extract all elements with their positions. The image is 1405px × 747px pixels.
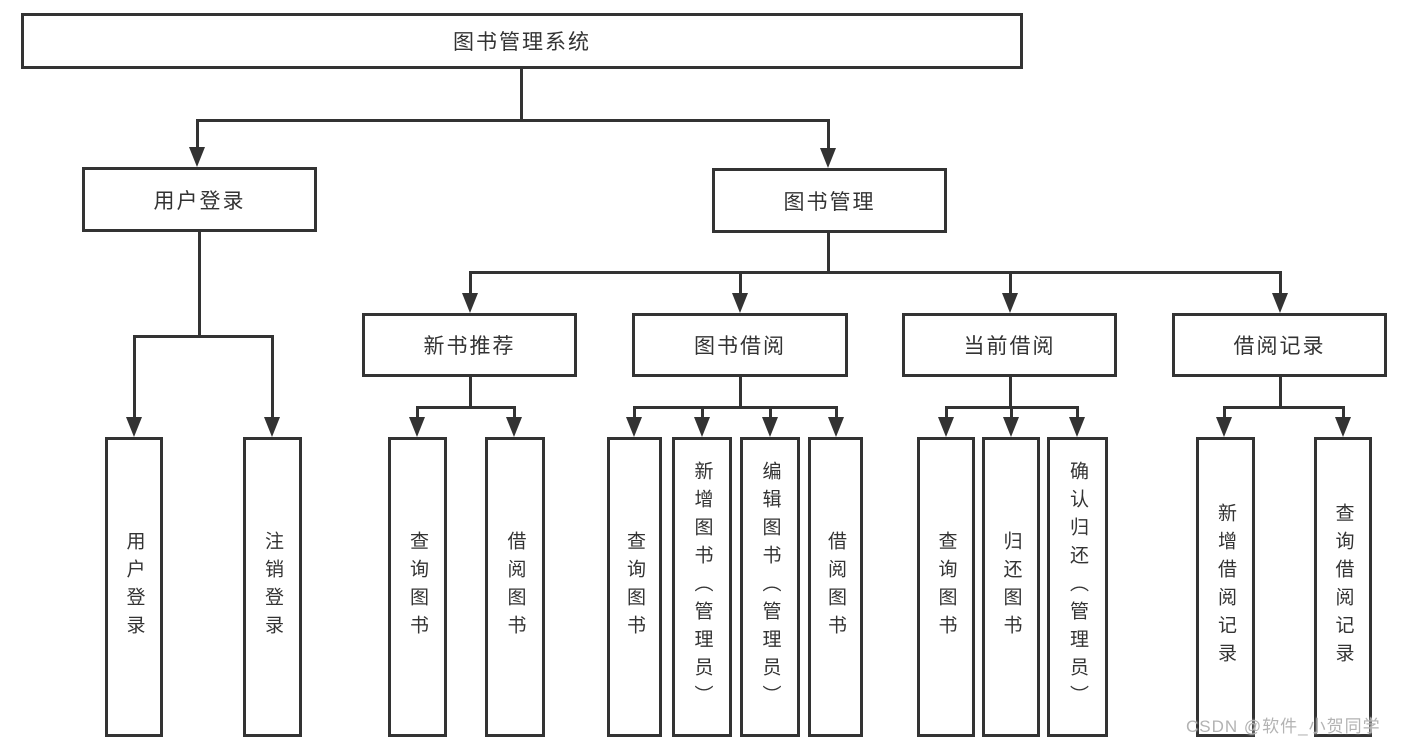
arrow-down-icon xyxy=(1002,293,1018,313)
connector-line-v xyxy=(513,406,516,420)
connector-line-h xyxy=(469,271,1282,274)
node-borrowing-records: 借阅记录 xyxy=(1172,313,1387,377)
arrow-down-icon xyxy=(938,417,954,437)
arrow-down-icon xyxy=(264,417,280,437)
connector-line-v xyxy=(520,69,523,121)
arrow-down-icon xyxy=(732,293,748,313)
leaf-confirm-return-admin: 确认归还（管理员） xyxy=(1047,437,1108,737)
connector-line-v xyxy=(271,335,274,419)
leaf-add-book-admin: 新增图书（管理员） xyxy=(672,437,732,737)
node-current-borrowing: 当前借阅 xyxy=(902,313,1117,377)
connector-line-v xyxy=(769,406,772,420)
arrow-down-icon xyxy=(1216,417,1232,437)
connector-line-v xyxy=(1279,377,1282,409)
leaf-borrow-books-borrowing: 借阅图书 xyxy=(808,437,863,737)
connector-line-v xyxy=(835,406,838,420)
watermark: CSDN @软件_小贺同学 xyxy=(1186,717,1381,736)
connector-line-v xyxy=(1342,406,1345,420)
connector-line-v xyxy=(416,406,419,420)
arrow-down-icon xyxy=(1069,417,1085,437)
connector-line-v xyxy=(739,377,742,409)
connector-line-v xyxy=(196,119,199,149)
leaf-borrow-books-recommend: 借阅图书 xyxy=(485,437,545,737)
arrow-down-icon xyxy=(762,417,778,437)
connector-line-v xyxy=(1279,271,1282,295)
connector-line-v xyxy=(198,232,201,338)
node-user-login: 用户登录 xyxy=(82,167,317,232)
leaf-edit-book-admin: 编辑图书（管理员） xyxy=(740,437,800,737)
node-book-management: 图书管理 xyxy=(712,168,947,233)
connector-line-v xyxy=(469,377,472,409)
connector-line-h xyxy=(133,335,274,338)
arrow-down-icon xyxy=(409,417,425,437)
leaf-query-books-recommend: 查询图书 xyxy=(388,437,447,737)
connector-line-v xyxy=(1010,406,1013,420)
leaf-add-borrow-record: 新增借阅记录 xyxy=(1196,437,1255,737)
connector-line-h xyxy=(416,406,516,409)
connector-line-v xyxy=(469,271,472,295)
leaf-return-book: 归还图书 xyxy=(982,437,1040,737)
leaf-query-borrow-record: 查询借阅记录 xyxy=(1314,437,1372,737)
connector-line-v xyxy=(739,271,742,295)
leaf-query-books-current: 查询图书 xyxy=(917,437,975,737)
connector-line-h xyxy=(1223,406,1344,409)
node-new-book-recommendation: 新书推荐 xyxy=(362,313,577,377)
arrow-down-icon xyxy=(506,417,522,437)
connector-line-v xyxy=(1009,377,1012,409)
connector-line-v xyxy=(827,233,830,274)
arrow-down-icon xyxy=(694,417,710,437)
connector-line-v xyxy=(1076,406,1079,420)
arrow-down-icon xyxy=(1003,417,1019,437)
arrow-down-icon xyxy=(462,293,478,313)
connector-line-v xyxy=(633,406,636,420)
arrow-down-icon xyxy=(828,417,844,437)
connector-line-v xyxy=(827,119,830,150)
arrow-down-icon xyxy=(189,147,205,167)
connector-line-v xyxy=(945,406,948,420)
connector-line-v xyxy=(1009,271,1012,295)
arrow-down-icon xyxy=(126,417,142,437)
connector-line-v xyxy=(1223,406,1226,420)
connector-line-h xyxy=(633,406,837,409)
arrow-down-icon xyxy=(1272,293,1288,313)
leaf-user-login: 用户登录 xyxy=(105,437,163,737)
node-library-management-system: 图书管理系统 xyxy=(21,13,1023,69)
node-book-borrowing: 图书借阅 xyxy=(632,313,848,377)
connector-line-h xyxy=(196,119,830,122)
leaf-query-books-borrowing: 查询图书 xyxy=(607,437,662,737)
connector-line-v xyxy=(701,406,704,420)
connector-line-v xyxy=(133,335,136,419)
arrow-down-icon xyxy=(626,417,642,437)
arrow-down-icon xyxy=(820,148,836,168)
leaf-logout: 注销登录 xyxy=(243,437,302,737)
arrow-down-icon xyxy=(1335,417,1351,437)
